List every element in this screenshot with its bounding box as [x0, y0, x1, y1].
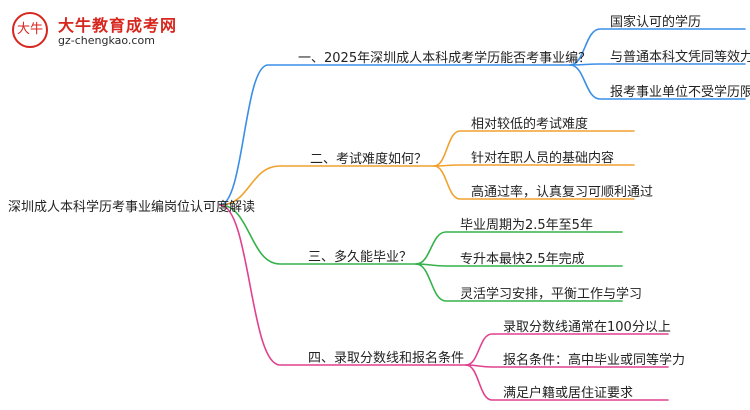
branch-4-connector [219, 204, 467, 366]
root-topic: 深圳成人本科学历考事业编岗位认可度解读 [8, 200, 256, 215]
branch-1-connector [219, 64, 571, 206]
branch-3-leaf-2: 专升本最快2.5年完成 [460, 252, 585, 267]
branch-2-leaf-3: 高通过率，认真复习可顺利通过 [471, 185, 654, 200]
branch-2-leaf-1-connector [433, 130, 635, 167]
logo-site-name: 大牛教育成考网 [58, 16, 178, 35]
branch-3-leaf-1: 毕业周期为2.5年至5年 [460, 218, 593, 233]
branch-4-leaf-1: 录取分数线通常在100分以上 [503, 320, 671, 335]
branch-3-leaf-2-connector [415, 263, 623, 267]
branch-1-leaf-1: 国家认可的学历 [610, 15, 702, 30]
branch-3-leaf-3: 灵活学习安排，平衡工作与学习 [460, 287, 643, 302]
branch-3-leaf-3-connector [415, 263, 623, 302]
branch-4-leaf-2-connector [465, 364, 669, 368]
branch-2-leaf-3-connector [433, 165, 635, 200]
site-logo[interactable]: 大牛 大牛教育成考网 gz-chengkao.com [6, 6, 176, 52]
branch-3-leaf-1-connector [415, 231, 623, 265]
branch-2-label: 二、考试难度如何？ [310, 152, 428, 167]
branch-1-leaf-3-connector [569, 64, 746, 100]
branch-1-leaf-1-connector [569, 28, 746, 66]
branch-1-leaf-2: 与普通本科文凭同等效力 [610, 50, 750, 65]
branch-4-leaf-1-connector [465, 333, 669, 366]
branch-1-label: 一、2025年深圳成人本科成考学历能否考事业编？ [298, 51, 592, 66]
branch-2-leaf-1: 相对较低的考试难度 [471, 117, 589, 132]
branch-3-label: 三、多久能毕业？ [308, 250, 413, 265]
branch-2-leaf-2: 针对在职人员的基础内容 [471, 151, 615, 166]
branch-2-connector [219, 165, 435, 206]
logo-badge-icon: 大牛 [12, 12, 48, 48]
branch-4-leaf-2: 报名条件：高中毕业或同等学力 [503, 353, 686, 368]
branch-1-leaf-2-connector [569, 63, 746, 66]
logo-site-url: gz-chengkao.com [58, 34, 155, 47]
branch-3-connector [219, 204, 417, 265]
branch-4-leaf-3: 满足户籍或居住证要求 [503, 386, 634, 401]
branch-2-leaf-2-connector [433, 164, 635, 167]
branch-4-label: 四、录取分数线和报名条件 [308, 351, 465, 366]
branch-1-leaf-3: 报考事业单位不受学历限制 [610, 85, 750, 100]
branch-4-leaf-3-connector [465, 364, 669, 401]
